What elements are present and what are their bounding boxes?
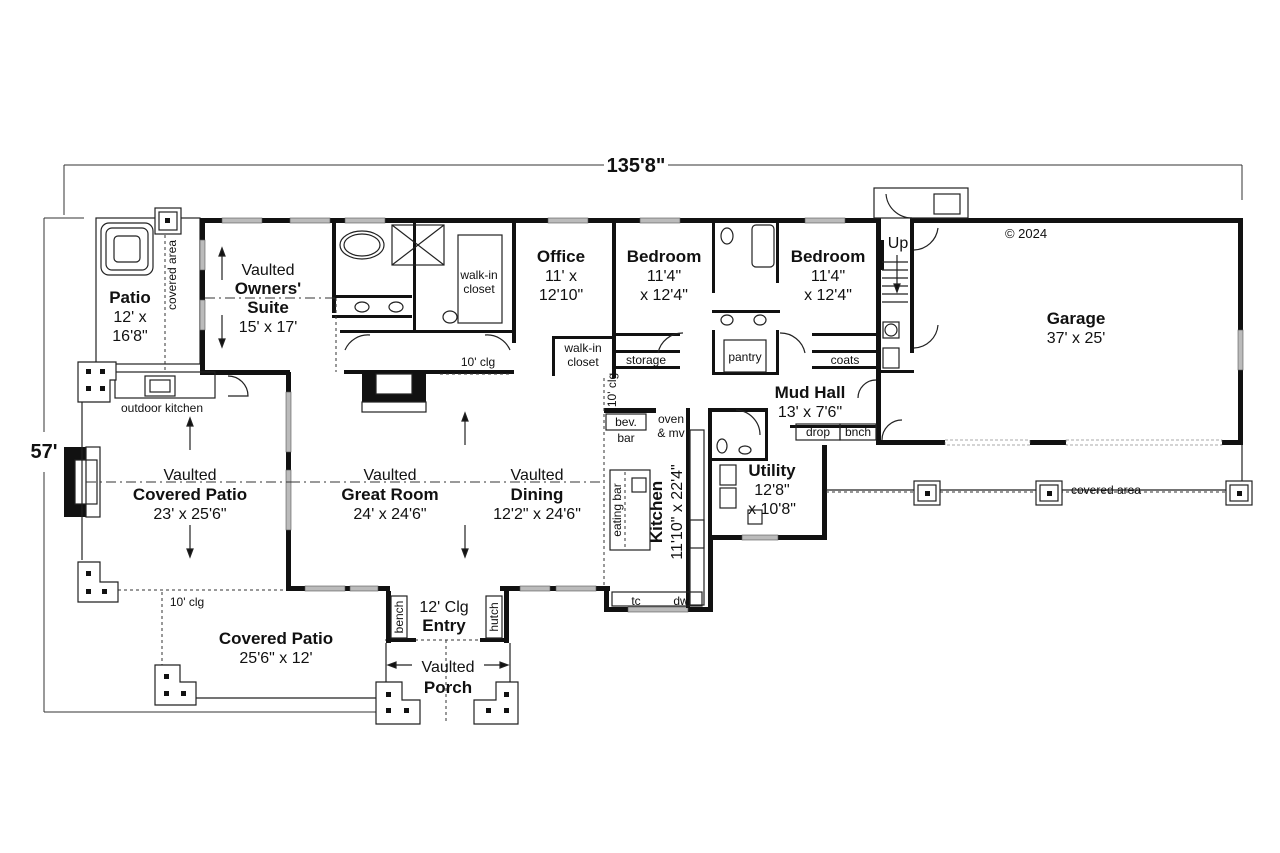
owners-suite-label-1: Owners' (235, 279, 301, 298)
owners-hall-ceiling: 10' clg (461, 355, 495, 369)
covered-patio-label: Covered Patio (133, 485, 247, 504)
outdoor-kitchen-label: outdoor kitchen (121, 401, 203, 415)
utility-dim2: x 10'8" (748, 501, 796, 518)
kitchen-ceiling-label: 10' clg (605, 373, 619, 407)
exterior-walls (199, 217, 1244, 613)
covered-patio-prefix: Vaulted (163, 467, 216, 484)
office-dim1: 11' x (545, 268, 577, 285)
mud-hall-dim: 13' x 7'6" (778, 404, 842, 421)
utility-dim1: 12'8" (754, 482, 789, 499)
bev-bar-line1: bev. (615, 415, 637, 429)
bev-bar (605, 413, 647, 431)
mud-bench-label: bnch (845, 425, 871, 439)
owners-suite-dim: 15' x 17' (239, 319, 298, 336)
rear-covered-patio-label: Covered Patio (219, 629, 333, 648)
rear-patio-ceiling: 10' clg (170, 595, 204, 609)
door-swings (227, 193, 939, 441)
dining-prefix: Vaulted (510, 467, 563, 484)
kitchen-dim: 11'10" x 22'4" (669, 464, 686, 559)
patio-label: Patio (109, 288, 151, 307)
entry-structure (385, 591, 511, 682)
overall-width-label: 135'8" (607, 155, 666, 177)
kitchen-label: Kitchen (647, 481, 666, 543)
covered-patio-dim: 23' x 25'6" (153, 506, 226, 523)
great-room-label: Great Room (341, 485, 438, 504)
rear-covered-patio-dim: 25'6" x 12' (239, 650, 312, 667)
great-room-dim: 24' x 24'6" (353, 506, 426, 523)
overall-depth-label: 57' (30, 441, 57, 463)
storage-label: storage (626, 353, 666, 367)
bedroom-1-dim2: x 12'4" (640, 287, 688, 304)
entry-label: Entry (422, 616, 466, 635)
office-label: Office (537, 247, 585, 266)
patio-covered-area-note: covered area (165, 240, 179, 310)
porch-label: Porch (424, 678, 472, 697)
garage-label: Garage (1047, 309, 1106, 328)
oven-line2: & mv (657, 426, 684, 440)
patio-dim1: 12' x (113, 309, 146, 326)
bedroom-2-dim1: 11'4" (811, 268, 845, 285)
dining-dim: 12'2" x 24'6" (493, 506, 581, 523)
dishwasher-label: dw (673, 594, 689, 608)
copyright-label: © 2024 (1005, 226, 1047, 241)
patio-dim2: 16'8" (112, 328, 147, 345)
bedroom-2-label: Bedroom (791, 247, 866, 266)
dining-label: Dining (511, 485, 564, 504)
great-room-prefix: Vaulted (363, 467, 416, 484)
stairs-up-label: Up (888, 235, 909, 252)
bedroom-1-dim1: 11'4" (647, 268, 681, 285)
office-walkin-line1: walk-in (563, 341, 601, 355)
mud-hall-label: Mud Hall (775, 383, 846, 402)
bev-bar-line2: bar (617, 431, 634, 445)
pantry-label: pantry (728, 350, 761, 364)
vault-arrows (186, 246, 901, 669)
bedroom-2-dim2: x 12'4" (804, 287, 852, 304)
office-dim2: 12'10" (539, 287, 583, 304)
eating-bar-label: eating bar (610, 483, 624, 536)
dimension-lines: 135'8" 57' (30, 155, 1243, 713)
oven-line1: oven (658, 412, 684, 426)
porch-prefix: Vaulted (421, 659, 474, 676)
patio-area (95, 207, 201, 372)
garage-covered-area-label: covered area (1071, 483, 1141, 497)
bedroom-1-label: Bedroom (627, 247, 702, 266)
drop-label: drop (806, 425, 830, 439)
owners-walkin-line1: walk-in (459, 268, 497, 282)
trash-compactor-label: tc (631, 594, 640, 608)
entry-ceiling-label: 12' Clg (419, 599, 468, 616)
mud-bench (839, 423, 877, 441)
garage-dim: 37' x 25' (1047, 330, 1106, 347)
owners-suite-label-2: Suite (247, 298, 289, 317)
utility-label: Utility (748, 461, 796, 480)
covered-patio-structure (81, 297, 1243, 722)
owners-suite-prefix: Vaulted (241, 262, 294, 279)
entry-bench-label: bench (392, 601, 406, 634)
owners-walkin-line2: closet (463, 282, 495, 296)
office-walkin-line2: closet (567, 355, 599, 369)
coats-label: coats (831, 353, 860, 367)
entry-hutch-label: hutch (487, 602, 501, 631)
posts (77, 361, 1253, 725)
